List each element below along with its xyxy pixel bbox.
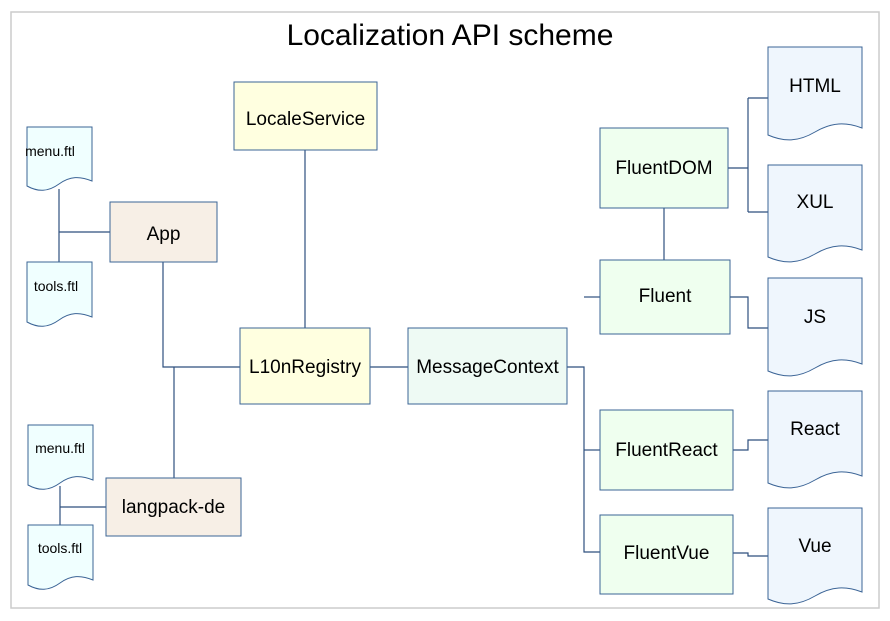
xul-output-label: XUL: [797, 192, 834, 213]
l10n-registry-rect: [239, 327, 371, 405]
fluent-rect: [599, 259, 731, 335]
langpack-de-box: langpack-de: [105, 477, 242, 537]
connector-app-to-registry: [162, 262, 240, 368]
connector-fluentvue-to-vue: [733, 552, 768, 557]
app-tools-ftl-shape: [26, 261, 93, 327]
fluent-dom-box: FluentDOM: [599, 127, 729, 209]
diagram-title: Localization API scheme: [287, 19, 614, 52]
locale-service-rect: [233, 81, 378, 151]
langpack-tools-ftl-file: tools.ftl: [27, 524, 94, 590]
l10n-registry-box: L10nRegistry: [239, 327, 371, 405]
vue-output-shape: [767, 507, 863, 605]
langpack-menu-ftl-label: menu.ftl: [35, 440, 85, 456]
app-box: App: [109, 201, 218, 263]
langpack-menu-ftl-file: menu.ftl: [27, 424, 94, 490]
vue-output-label: Vue: [798, 536, 831, 557]
langpack-tools-ftl-shape: [27, 524, 94, 590]
langpack-de-label: langpack-de: [122, 497, 226, 518]
js-output-label: JS: [804, 307, 826, 328]
fluent-vue-rect: [599, 514, 734, 595]
app-tools-ftl-file: tools.ftl: [26, 261, 93, 327]
fluent-react-label: FluentReact: [615, 440, 718, 461]
js-output-shape: [767, 277, 863, 377]
fluent-dom-label: FluentDOM: [615, 158, 712, 179]
fluent-dom-rect: [599, 127, 729, 209]
react-output: React: [767, 390, 863, 489]
fluent-react-rect: [599, 409, 734, 491]
message-context-rect: [407, 327, 568, 405]
locale-service-box: LocaleService: [233, 81, 378, 151]
message-context-box: MessageContext: [407, 327, 568, 405]
fluent-box: Fluent: [599, 259, 731, 335]
langpack-de-rect: [105, 477, 242, 537]
html-output-label: HTML: [789, 76, 841, 97]
fluent-vue-box: FluentVue: [599, 514, 734, 595]
xul-output: XUL: [767, 164, 863, 263]
langpack-menu-ftl-shape: [27, 424, 94, 490]
langpack-tools-ftl-label: tools.ftl: [38, 540, 82, 556]
app-tools-ftl-label: tools.ftl: [34, 278, 78, 294]
message-context-label: MessageContext: [416, 357, 559, 378]
l10n-registry-label: L10nRegistry: [249, 357, 361, 378]
react-output-label: React: [790, 419, 840, 440]
html-output-shape: [767, 46, 863, 141]
app-label: App: [147, 224, 181, 245]
connector-context-to-bindings: [567, 366, 600, 553]
connector-fluentreact-to-react: [733, 439, 768, 451]
fluent-label: Fluent: [639, 286, 693, 307]
app-menu-ftl-file: menu.ftl: [25, 126, 93, 191]
html-output: HTML: [767, 46, 863, 141]
app-rect: [109, 201, 218, 263]
vue-output: Vue: [767, 507, 863, 605]
locale-service-label: LocaleService: [246, 109, 365, 130]
fluent-react-box: FluentReact: [599, 409, 734, 491]
connector-fluent-to-js: [730, 296, 768, 329]
fluent-vue-label: FluentVue: [624, 543, 710, 564]
react-output-shape: [767, 390, 863, 489]
app-menu-ftl-shape: [26, 126, 93, 191]
js-output: JS: [767, 277, 863, 377]
connectors: [58, 97, 768, 557]
xul-output-shape: [767, 164, 863, 263]
app-menu-ftl-label: menu.ftl: [25, 143, 75, 159]
